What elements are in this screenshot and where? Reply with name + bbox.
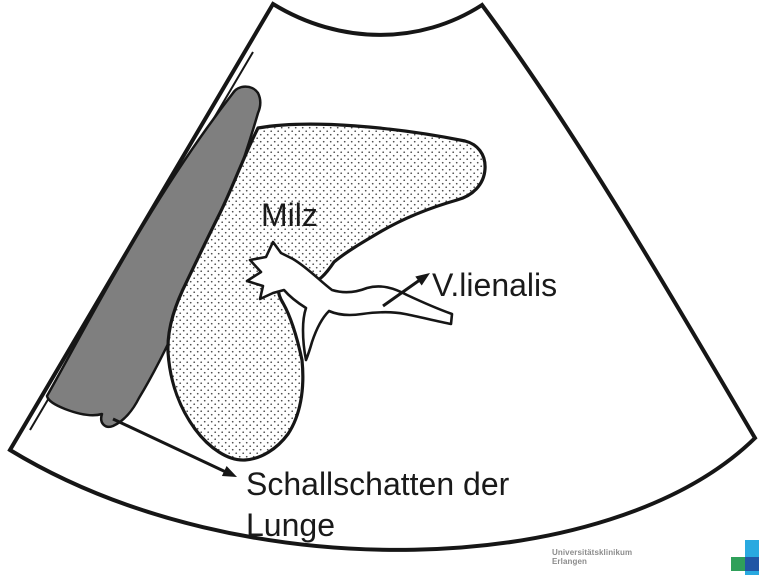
shadow-arrow bbox=[112, 417, 237, 477]
vein-arrow bbox=[382, 273, 430, 308]
uk-erlangen-cross-icon bbox=[634, 515, 764, 575]
shadow-label-line1: Schallschatten der bbox=[246, 466, 510, 502]
uk-erlangen-logo: Universitätsklinikum Erlangen bbox=[552, 515, 764, 575]
ultrasound-sector-outline bbox=[7, 1, 758, 552]
vein-label: V.lienalis bbox=[432, 267, 557, 303]
logo-text-line1: Universitätsklinikum bbox=[552, 548, 633, 557]
splenic-vein-shape bbox=[245, 240, 454, 362]
logo-blue-square bbox=[745, 557, 759, 571]
logo-text-line2: Erlangen bbox=[552, 557, 588, 566]
spleen-shape bbox=[166, 122, 487, 462]
logo-green-square bbox=[731, 557, 745, 571]
lung-shadow-band bbox=[45, 85, 262, 428]
spleen-label: Milz bbox=[261, 197, 318, 233]
uk-erlangen-logo-text: Universitätsklinikum Erlangen bbox=[552, 548, 652, 566]
shadow-label-line2: Lunge bbox=[246, 507, 335, 543]
